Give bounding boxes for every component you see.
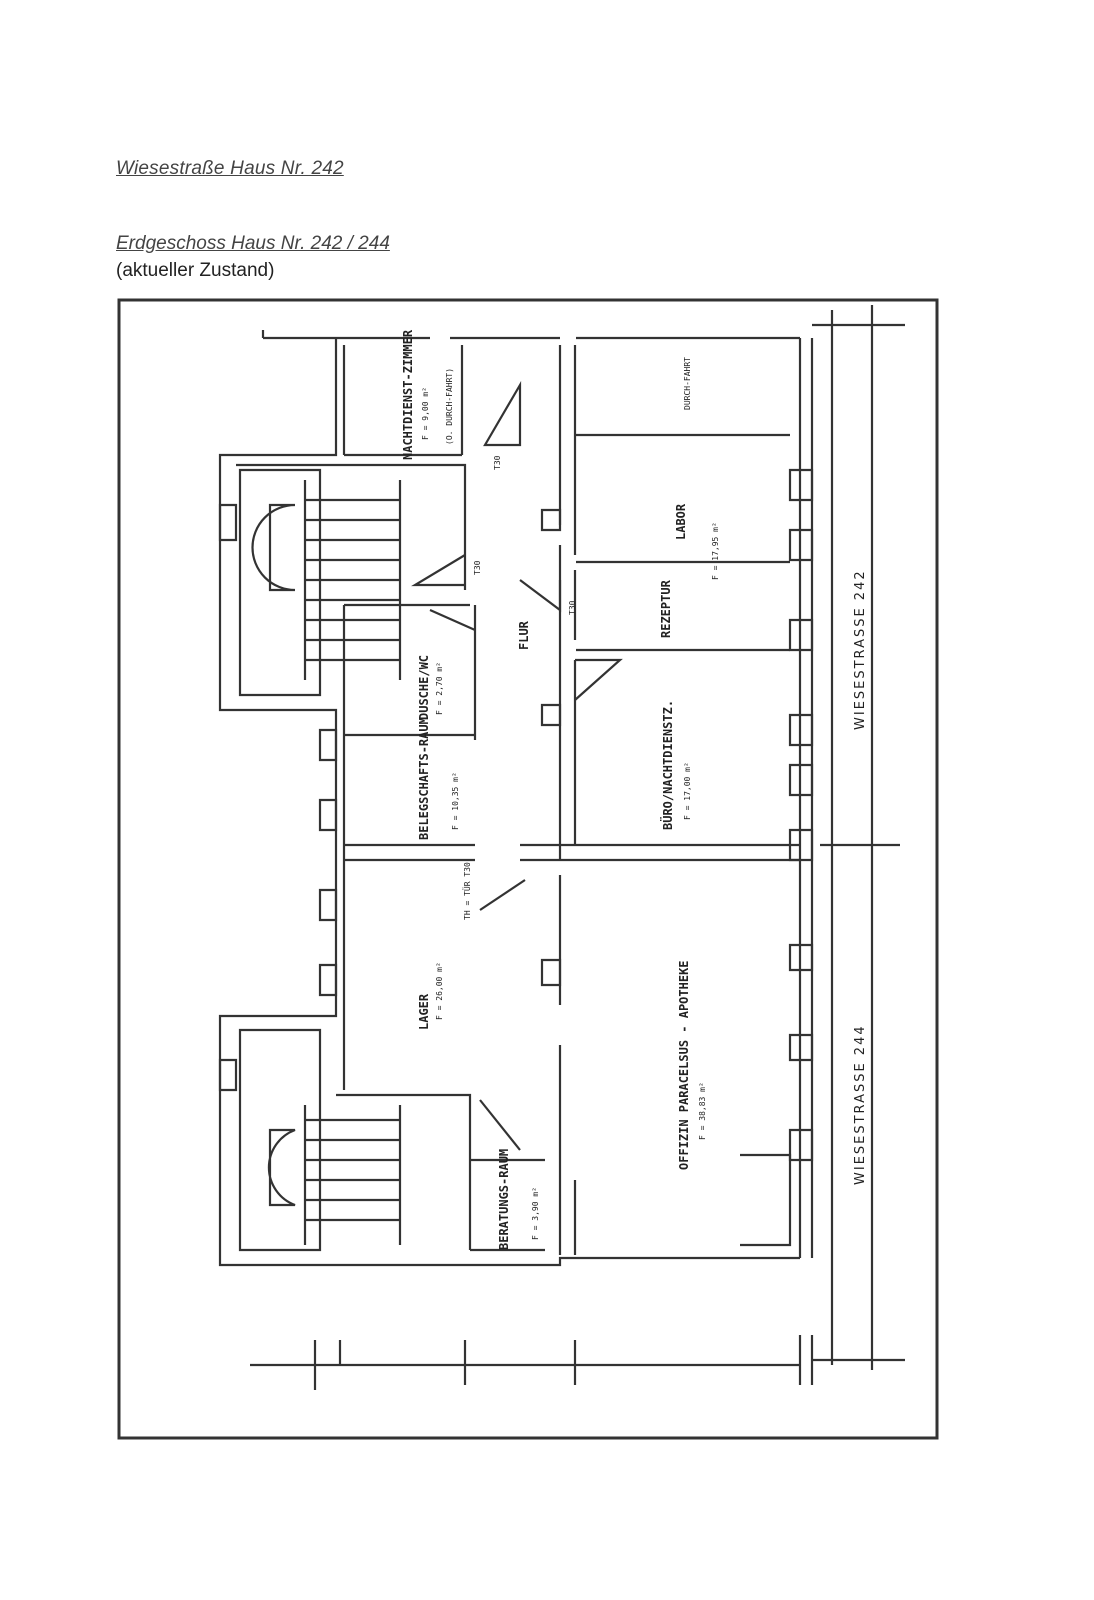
- door-label-4: TH = TÜR T30: [462, 862, 472, 920]
- room-offizin-name: OFFIZIN PARACELSUS - APOTHEKE: [677, 960, 691, 1170]
- room-nachtdienst-extra: (O. DURCH-FAHRT): [445, 368, 454, 445]
- room-lager-area: F = 26,00 m²: [435, 962, 444, 1020]
- door-label-2: T30: [568, 600, 577, 615]
- plan-frame: [117, 298, 939, 1440]
- room-durchfahrt-name: DURCH-FAHRT: [683, 357, 692, 410]
- room-lager-name: LAGER: [417, 993, 431, 1030]
- walls: [218, 305, 905, 1390]
- room-labor-name: LABOR: [674, 503, 688, 540]
- room-beratung-name: BERATUNGS-RAUM: [497, 1149, 511, 1250]
- room-dusche-name: DUSCHE/WC: [417, 655, 431, 720]
- street-label-242: WIESESTRASSE 242: [853, 569, 868, 730]
- door-labels: T30 T30 T30 TH = TÜR T30: [462, 455, 577, 920]
- street-label-244: WIESESTRASSE 244: [853, 1024, 868, 1185]
- room-labor-area: F = 17,95 m²: [711, 522, 720, 580]
- page-title: Wiesestraße Haus Nr. 242: [116, 158, 344, 179]
- room-belegschaft-area: F = 10,35 m²: [451, 772, 460, 830]
- door-label-1: T30: [473, 560, 482, 575]
- room-beratung-area: F = 3,90 m²: [531, 1187, 540, 1240]
- room-labels: NACHTDIENST-ZIMMER F = 9,00 m² (O. DURCH…: [401, 329, 720, 1250]
- room-offizin-area: F = 38,83 m²: [698, 1082, 707, 1140]
- door-label-3: T30: [493, 455, 502, 470]
- room-nachtdienst-area: F = 9,00 m²: [421, 387, 430, 440]
- room-buero-name: BÜRO/NACHTDIENSTZ.: [660, 700, 675, 830]
- room-dusche-area: F = 2,70 m²: [435, 662, 444, 715]
- plan-subtitle: Erdgeschoss Haus Nr. 242 / 244: [116, 233, 390, 254]
- room-rezeptur-name: REZEPTUR: [659, 579, 673, 638]
- room-nachtdienst-name: NACHTDIENST-ZIMMER: [401, 329, 415, 460]
- room-buero-area: F = 17,00 m²: [683, 762, 692, 820]
- room-belegschaft-name: BELEGSCHAFTS-RAUM: [417, 717, 431, 840]
- room-flur-name: FLUR: [517, 620, 531, 650]
- plan-note: (aktueller Zustand): [116, 260, 275, 281]
